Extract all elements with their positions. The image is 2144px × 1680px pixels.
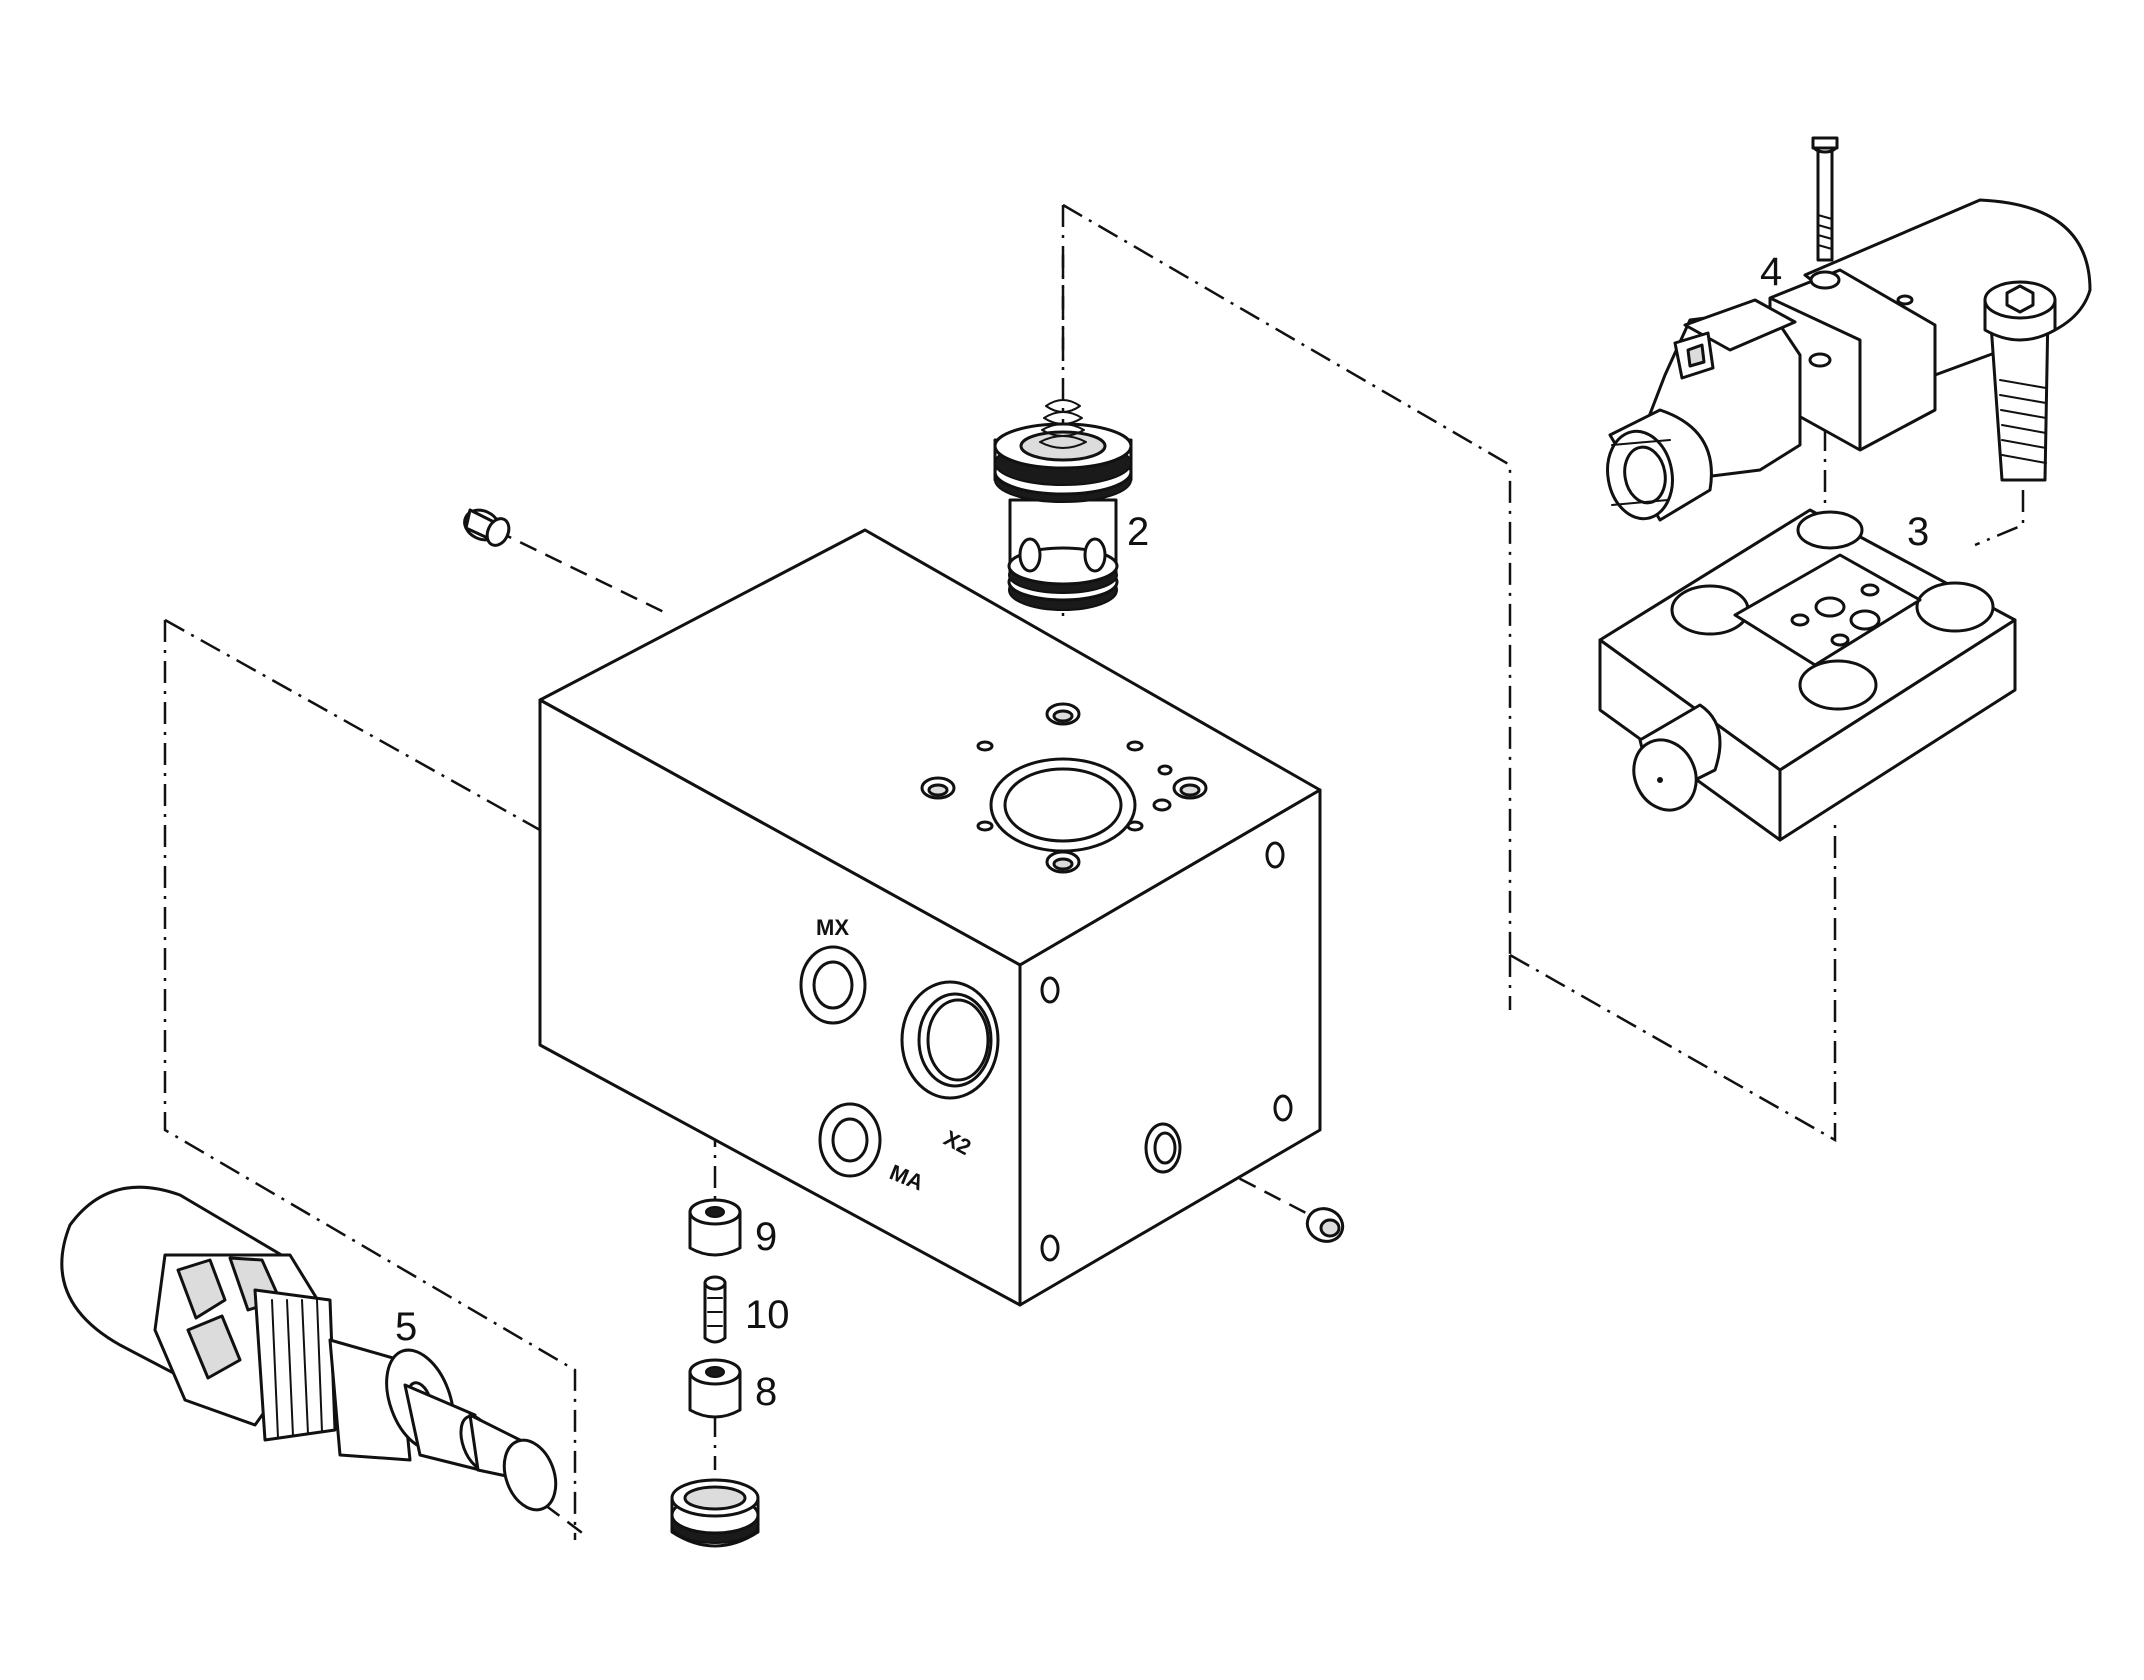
- callout-item-9: 9: [755, 1215, 777, 1259]
- plug-top-left: [463, 508, 511, 547]
- plug-bottom: [670, 1478, 760, 1548]
- cartridge-valve-item-2: [993, 399, 1133, 611]
- callout-item-5: 5: [395, 1305, 417, 1349]
- plug-right: [1305, 1207, 1345, 1243]
- port-label-mx: MX: [816, 915, 849, 940]
- orifice-item-8: [688, 1358, 742, 1419]
- callout-item-3: 3: [1907, 510, 1929, 554]
- intermediate-plate-item-3: [1598, 508, 2017, 842]
- pin-item-10: [703, 1275, 727, 1344]
- callout-item-8: 8: [755, 1370, 777, 1414]
- mounting-screw-right: [1983, 280, 2057, 482]
- callout-item-4: 4: [1760, 250, 1782, 294]
- manifold-block: [538, 528, 1322, 1307]
- orifice-item-9: [688, 1198, 742, 1257]
- callout-item-10: 10: [745, 1293, 790, 1337]
- pressure-valve-item-5: [60, 1185, 558, 1512]
- mounting-screw-item-4: [1811, 136, 1839, 262]
- callout-item-2: 2: [1127, 510, 1149, 554]
